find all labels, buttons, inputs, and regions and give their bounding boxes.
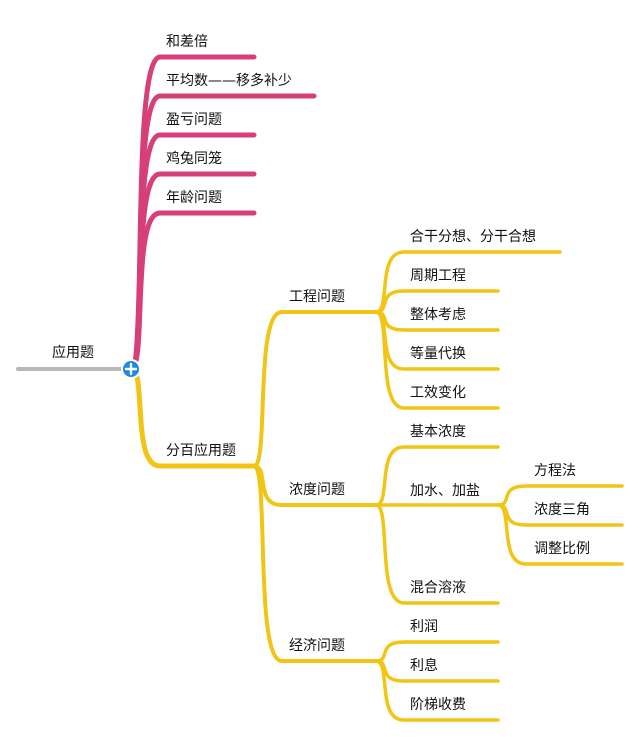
nongdu-leaf-connector-1: [374, 445, 500, 507]
root-topic-label[interactable]: 应用题: [52, 344, 94, 361]
jingji-leaf-connector-3: [374, 659, 500, 722]
topic-jiashui[interactable]: 加水、加盐: [410, 483, 480, 499]
topic-nongdu-sanjiao[interactable]: 浓度三角: [534, 502, 590, 518]
topic-dengliang[interactable]: 等量代换: [410, 345, 466, 362]
gongcheng-connector: [252, 310, 378, 468]
topic-yingkui[interactable]: 盈亏问题: [166, 112, 222, 128]
topic-zhengti[interactable]: 整体考虑: [410, 307, 466, 323]
nongdu-leaf-connector-3: [374, 503, 500, 605]
topic-jieti[interactable]: 阶梯收费: [410, 697, 466, 713]
topic-pingjunshu[interactable]: 平均数——移多补少: [166, 72, 292, 89]
topic-jingji[interactable]: 经济问题: [289, 638, 345, 654]
gongcheng-leaf-connector-5: [374, 310, 500, 410]
topic-gongcheng[interactable]: 工程问题: [289, 289, 345, 305]
topic-hunhe[interactable]: 混合溶液: [410, 580, 466, 596]
topic-jiben-nongdu[interactable]: 基本浓度: [410, 423, 466, 440]
jingji-connector: [252, 464, 378, 663]
topic-nongdu[interactable]: 浓度问题: [289, 482, 345, 498]
topic-tiaozheng[interactable]: 调整比例: [534, 541, 590, 557]
topic-zhouqi[interactable]: 周期工程: [410, 268, 466, 284]
plus-icon: [124, 362, 138, 376]
gongcheng-leaf-connector-1: [374, 250, 562, 314]
jiashui-leaf-connector-3: [496, 503, 624, 566]
topic-lixi[interactable]: 利息: [410, 657, 438, 674]
topic-hechabei[interactable]: 和差倍: [166, 34, 208, 50]
topic-gongxiao[interactable]: 工效变化: [410, 385, 466, 401]
collapse-toggle-button[interactable]: [121, 359, 141, 379]
pink-connector-3: [128, 132, 257, 372]
topic-jitu[interactable]: 鸡兔同笼: [166, 150, 222, 167]
topic-fangcheng[interactable]: 方程法: [534, 463, 576, 479]
topic-lirun[interactable]: 利润: [410, 619, 438, 635]
topic-hegan[interactable]: 合干分想、分干合想: [410, 229, 536, 245]
topic-fenbai[interactable]: 分百应用题: [166, 442, 236, 459]
nongdu-connector: [252, 464, 378, 507]
topic-nianling[interactable]: 年龄问题: [166, 190, 222, 206]
pink-connector-5: [128, 210, 257, 372]
